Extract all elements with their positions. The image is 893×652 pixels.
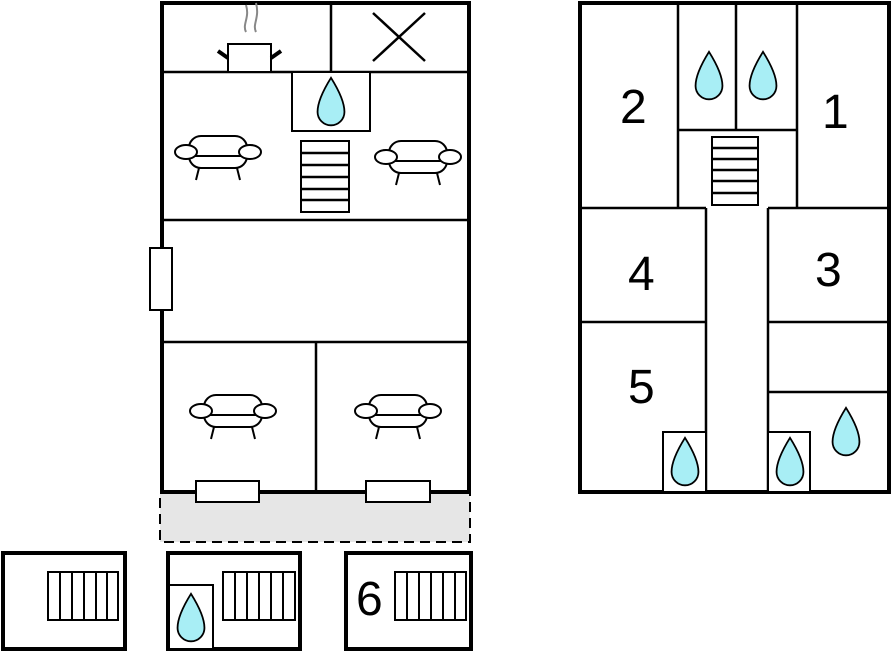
room-label-4: 4 (628, 248, 655, 301)
door-icon (149, 247, 173, 311)
room-label-3: 3 (815, 244, 842, 297)
radiator-icon (394, 571, 467, 621)
outbuilding-6: 6 (344, 551, 473, 651)
left-building (149, 1, 471, 543)
outbuilding-2 (166, 551, 302, 651)
radiator-icon (222, 571, 296, 621)
cooking-pot-icon (216, 2, 283, 73)
stairs-icon (300, 140, 350, 213)
stairs-icon (711, 136, 759, 206)
x-mark-icon (372, 12, 426, 62)
radiator-icon (47, 571, 119, 621)
right-building: 2 1 4 3 5 (578, 1, 891, 494)
room-label-5: 5 (628, 361, 655, 414)
room-label-1: 1 (822, 86, 849, 139)
window-icon (365, 480, 431, 503)
outer-wall (578, 1, 891, 494)
window-icon (195, 480, 260, 503)
room-label-2: 2 (620, 81, 647, 134)
outbuilding-1 (1, 551, 127, 651)
room-label-6: 6 (356, 573, 383, 626)
